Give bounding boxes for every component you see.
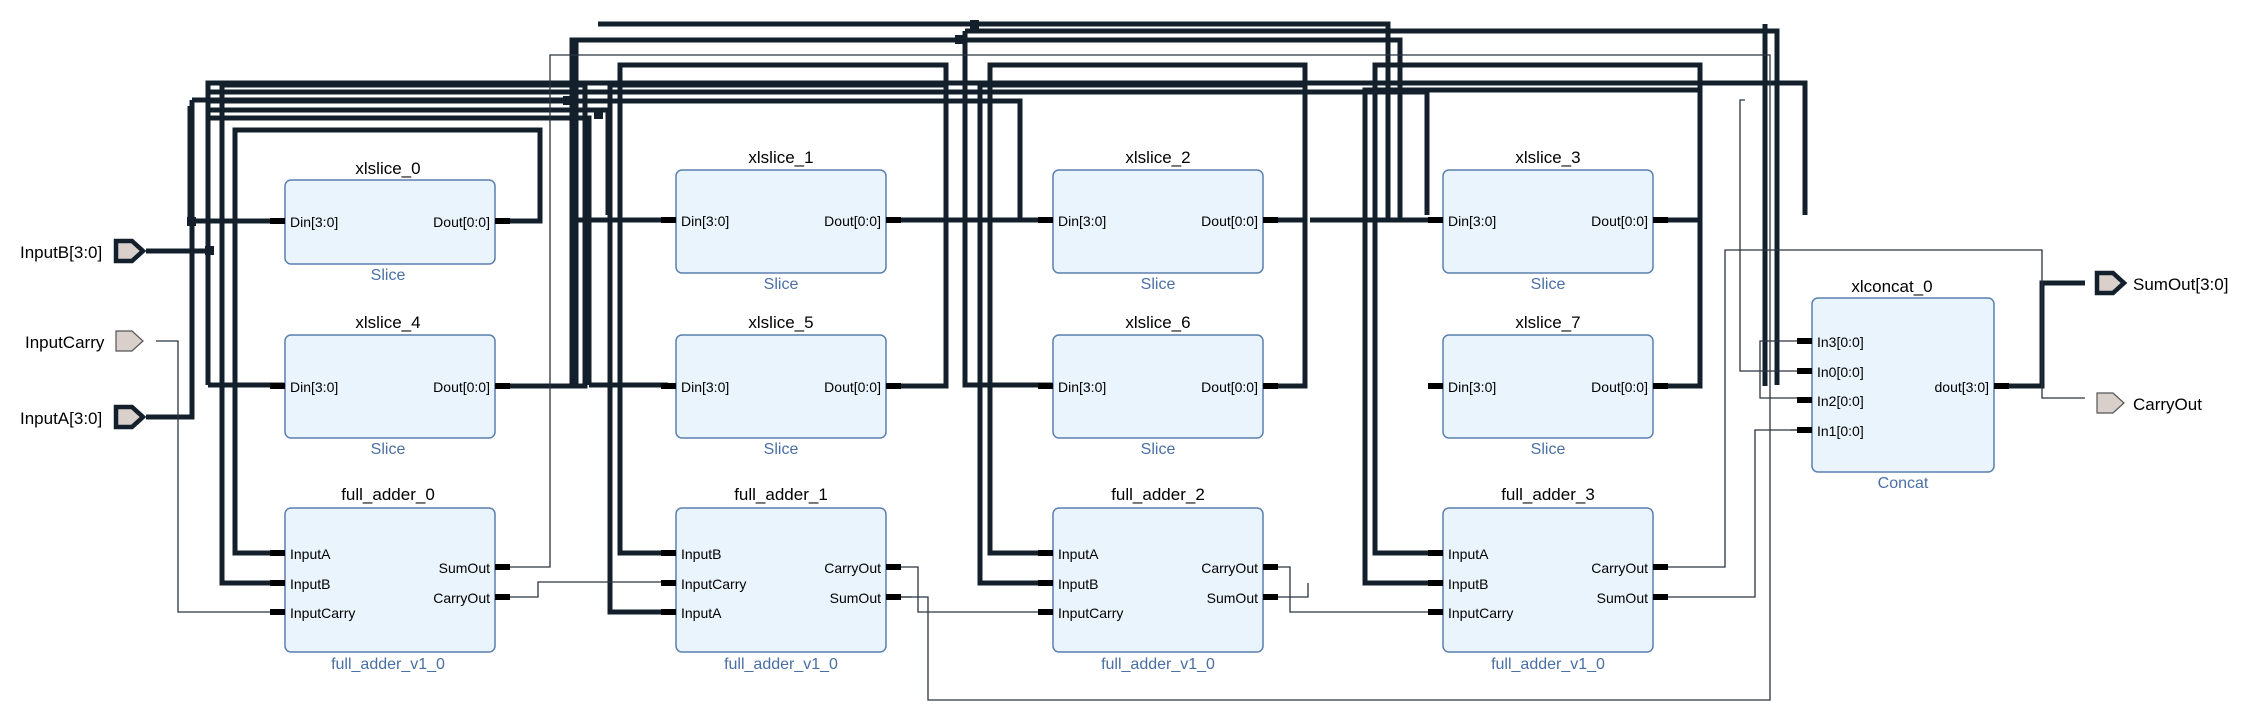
svg-text:full_adder_0: full_adder_0: [341, 485, 435, 504]
svg-text:SumOut: SumOut: [830, 590, 881, 606]
full-adder-2-block[interactable]: full_adder_2 InputA InputB InputCarry Ca…: [1038, 485, 1278, 673]
svg-text:Dout[0:0]: Dout[0:0]: [824, 379, 881, 395]
svg-text:xlslice_4: xlslice_4: [355, 313, 420, 332]
xlslice-6-block[interactable]: xlslice_6 Din[3:0] Dout[0:0] Slice: [1038, 313, 1278, 458]
xlslice-0-block[interactable]: xlslice_0 Din[3:0] Dout[0:0] Slice: [270, 159, 510, 284]
port-input-b[interactable]: InputB[3:0]: [20, 238, 147, 264]
full-adder-1-block[interactable]: full_adder_1 InputB InputCarry InputA Ca…: [661, 485, 901, 673]
svg-text:In3[0:0]: In3[0:0]: [1817, 334, 1864, 350]
port-input-carry[interactable]: InputCarry: [25, 330, 144, 352]
port-carry-out[interactable]: CarryOut: [2096, 392, 2202, 414]
svg-text:Concat: Concat: [1878, 475, 1929, 492]
svg-text:Din[3:0]: Din[3:0]: [681, 379, 729, 395]
svg-text:xlslice_2: xlslice_2: [1125, 148, 1190, 167]
net-carry-chain: [156, 54, 2085, 701]
svg-text:Dout[0:0]: Dout[0:0]: [433, 214, 490, 230]
svg-text:In2[0:0]: In2[0:0]: [1817, 393, 1864, 409]
svg-text:InputB: InputB: [681, 546, 721, 562]
svg-text:InputCarry: InputCarry: [1058, 605, 1123, 621]
net-junctions: [187, 20, 979, 255]
svg-text:dout[3:0]: dout[3:0]: [1935, 379, 1990, 395]
svg-text:full_adder_1: full_adder_1: [734, 485, 828, 504]
xlslice-2-block[interactable]: xlslice_2 Din[3:0] Dout[0:0] Slice: [1038, 148, 1278, 293]
xlslice-3-block[interactable]: xlslice_3 Din[3:0] Dout[0:0] Slice: [1428, 148, 1668, 293]
svg-text:Din[3:0]: Din[3:0]: [290, 379, 338, 395]
svg-text:CarryOut: CarryOut: [1201, 560, 1258, 576]
svg-text:InputCarry: InputCarry: [25, 333, 105, 352]
svg-text:CarryOut: CarryOut: [2133, 395, 2202, 414]
svg-text:InputB: InputB: [290, 576, 330, 592]
svg-text:InputA: InputA: [681, 605, 722, 621]
svg-text:InputB: InputB: [1448, 576, 1488, 592]
svg-text:Dout[0:0]: Dout[0:0]: [433, 379, 490, 395]
svg-text:SumOut[3:0]: SumOut[3:0]: [2133, 275, 2228, 294]
svg-text:InputA: InputA: [1058, 546, 1099, 562]
svg-text:full_adder_v1_0: full_adder_v1_0: [1491, 656, 1605, 673]
svg-text:In1[0:0]: In1[0:0]: [1817, 423, 1864, 439]
svg-text:Dout[0:0]: Dout[0:0]: [1201, 379, 1258, 395]
svg-text:Din[3:0]: Din[3:0]: [1058, 213, 1106, 229]
svg-text:Slice: Slice: [1141, 441, 1176, 458]
svg-text:Slice: Slice: [371, 441, 406, 458]
svg-text:InputCarry: InputCarry: [290, 605, 355, 621]
svg-text:Dout[0:0]: Dout[0:0]: [1201, 213, 1258, 229]
svg-text:full_adder_2: full_adder_2: [1111, 485, 1205, 504]
svg-text:SumOut: SumOut: [439, 560, 490, 576]
svg-text:InputB[3:0]: InputB[3:0]: [20, 243, 102, 262]
svg-text:Slice: Slice: [1141, 276, 1176, 293]
xlslice-1-block[interactable]: xlslice_1 Din[3:0] Dout[0:0] Slice: [661, 148, 901, 293]
svg-text:xlslice_0: xlslice_0: [355, 159, 420, 178]
svg-text:Slice: Slice: [764, 441, 799, 458]
svg-text:Dout[0:0]: Dout[0:0]: [1591, 379, 1648, 395]
svg-text:InputCarry: InputCarry: [681, 576, 746, 592]
svg-text:xlslice_6: xlslice_6: [1125, 313, 1190, 332]
net-input-a: [146, 21, 1780, 420]
svg-text:InputB: InputB: [1058, 576, 1098, 592]
svg-text:Din[3:0]: Din[3:0]: [681, 213, 729, 229]
svg-text:full_adder_v1_0: full_adder_v1_0: [1101, 656, 1215, 673]
svg-text:InputA[3:0]: InputA[3:0]: [20, 409, 102, 428]
svg-text:InputCarry: InputCarry: [1448, 605, 1513, 621]
svg-text:CarryOut: CarryOut: [824, 560, 881, 576]
xlslice-7-block[interactable]: xlslice_7 Din[3:0] Dout[0:0] Slice: [1428, 313, 1668, 458]
svg-text:xlslice_7: xlslice_7: [1515, 313, 1580, 332]
full-adder-3-block[interactable]: full_adder_3 InputA InputB InputCarry Ca…: [1428, 485, 1668, 673]
net-sum-out: [1994, 280, 2085, 389]
svg-text:full_adder_v1_0: full_adder_v1_0: [724, 656, 838, 673]
svg-text:SumOut: SumOut: [1597, 590, 1648, 606]
svg-text:Din[3:0]: Din[3:0]: [1058, 379, 1106, 395]
svg-text:Slice: Slice: [1531, 276, 1566, 293]
svg-text:xlslice_3: xlslice_3: [1515, 148, 1580, 167]
svg-text:Slice: Slice: [371, 267, 406, 284]
svg-text:Din[3:0]: Din[3:0]: [290, 214, 338, 230]
xlslice-4-block[interactable]: xlslice_4 Din[3:0] Dout[0:0] Slice: [270, 313, 510, 458]
svg-text:xlslice_5: xlslice_5: [748, 313, 813, 332]
svg-text:Dout[0:0]: Dout[0:0]: [1591, 213, 1648, 229]
svg-text:Din[3:0]: Din[3:0]: [1448, 213, 1496, 229]
svg-text:CarryOut: CarryOut: [1591, 560, 1648, 576]
svg-text:SumOut: SumOut: [1207, 590, 1258, 606]
xlconcat-0-block[interactable]: xlconcat_0 In3[0:0] In0[0:0] In2[0:0] In…: [1797, 277, 2009, 492]
svg-text:Slice: Slice: [1531, 441, 1566, 458]
port-sum-out[interactable]: SumOut[3:0]: [2094, 270, 2228, 296]
svg-text:In0[0:0]: In0[0:0]: [1817, 364, 1864, 380]
svg-text:Dout[0:0]: Dout[0:0]: [824, 213, 881, 229]
svg-text:InputA: InputA: [290, 546, 331, 562]
svg-text:xlconcat_0: xlconcat_0: [1851, 277, 1932, 296]
xlslice-5-block[interactable]: xlslice_5 Din[3:0] Dout[0:0] Slice: [661, 313, 901, 458]
net-slice-to-adder: [219, 24, 1768, 615]
port-input-a[interactable]: InputA[3:0]: [20, 404, 147, 430]
svg-text:xlslice_1: xlslice_1: [748, 148, 813, 167]
svg-text:full_adder_v1_0: full_adder_v1_0: [331, 656, 445, 673]
svg-text:InputA: InputA: [1448, 546, 1489, 562]
svg-text:CarryOut: CarryOut: [433, 590, 490, 606]
svg-text:Din[3:0]: Din[3:0]: [1448, 379, 1496, 395]
full-adder-0-block[interactable]: full_adder_0 InputA InputB InputCarry Su…: [270, 485, 510, 673]
svg-text:Slice: Slice: [764, 276, 799, 293]
svg-text:full_adder_3: full_adder_3: [1501, 485, 1595, 504]
